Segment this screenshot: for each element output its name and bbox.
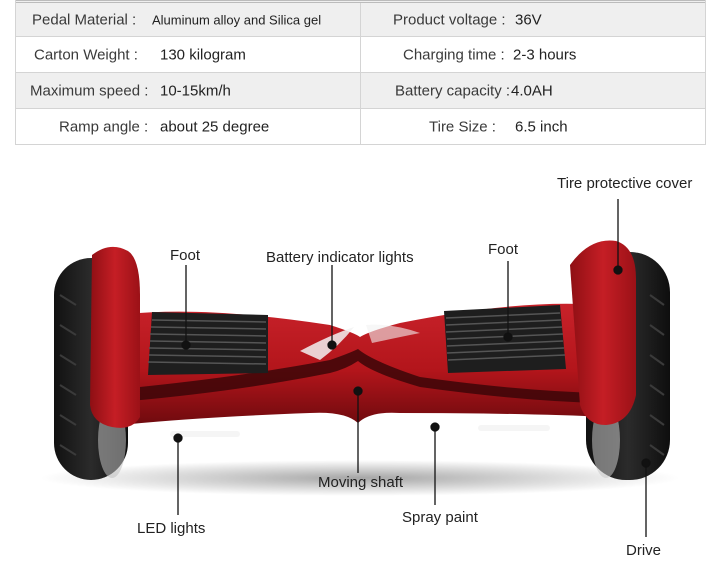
left-fender	[90, 246, 140, 428]
led-strip-right	[478, 425, 550, 431]
callout-spray-paint: Spray paint	[402, 509, 478, 526]
spec-cell: Ramp angle : about 25 degree	[16, 109, 360, 144]
spec-value: 4.0AH	[511, 82, 553, 99]
spec-label: Battery capacity :	[395, 82, 511, 99]
product-diagram: Tire protective cover Foot Battery indic…	[0, 155, 710, 576]
spec-cell: Tire Size : 6.5 inch	[360, 109, 705, 144]
ground-shadow	[40, 460, 680, 496]
spec-cell: Pedal Material : Aluminum alloy and Sili…	[16, 3, 360, 36]
callout-drive: Drive	[626, 542, 662, 559]
left-foot-pad	[147, 312, 268, 375]
spec-value: Aluminum alloy and Silica gel	[152, 12, 322, 27]
spec-value: about 25 degree	[160, 118, 270, 135]
callout-moving-shaft: Moving shaft	[318, 474, 404, 491]
spec-value: 2-3 hours	[513, 46, 577, 63]
spec-label: Maximum speed :	[30, 82, 149, 99]
led-strip-left	[170, 431, 240, 437]
spec-row: Carton Weight : 130 kilogram Charging ti…	[16, 36, 705, 72]
callout-foot-left: Foot	[170, 247, 201, 264]
spec-row: Maximum speed : 10-15km/h Battery capaci…	[16, 72, 705, 108]
callout-tire-protective-cover: Tire protective cover	[557, 175, 693, 192]
callout-foot-right: Foot	[488, 241, 519, 258]
spec-row: Ramp angle : about 25 degree Tire Size :…	[16, 108, 705, 144]
spec-cell: Carton Weight : 130 kilogram	[16, 37, 360, 72]
spec-table: Pedal Material : Aluminum alloy and Sili…	[15, 0, 706, 145]
spec-label: Product voltage :	[393, 11, 506, 28]
body-stripe	[130, 349, 600, 403]
spec-value: 10-15km/h	[160, 82, 231, 99]
callout-led-lights: LED lights	[137, 520, 206, 537]
callout-battery-indicator-lights: Battery indicator lights	[266, 249, 414, 266]
spec-value: 36V	[515, 11, 542, 28]
spec-cell: Charging time : 2-3 hours	[360, 37, 705, 72]
spec-label: Tire Size :	[429, 118, 496, 135]
spec-cell: Battery capacity : 4.0AH	[360, 73, 705, 108]
spec-value: 130 kilogram	[160, 46, 246, 63]
spec-label: Ramp angle :	[59, 118, 149, 135]
spec-label: Carton Weight :	[34, 46, 138, 63]
spec-cell: Maximum speed : 10-15km/h	[16, 73, 360, 108]
hoverboard-illustration	[40, 199, 680, 537]
spec-label: Pedal Material :	[32, 11, 137, 28]
spec-label: Charging time :	[403, 46, 505, 63]
spec-cell: Product voltage : 36V	[360, 3, 705, 36]
spec-value: 6.5 inch	[515, 118, 568, 135]
right-fender	[570, 240, 636, 425]
spec-row: Pedal Material : Aluminum alloy and Sili…	[16, 0, 705, 36]
callout-leaders	[173, 199, 651, 537]
